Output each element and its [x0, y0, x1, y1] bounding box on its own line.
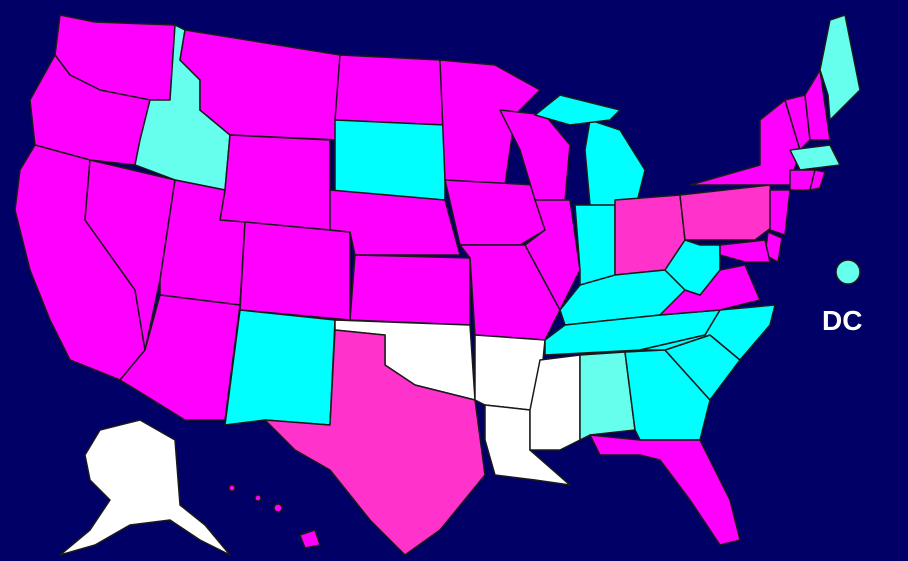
dc-label: DC — [822, 305, 862, 336]
state-ma[interactable] — [789, 144, 841, 171]
state-hi-islet-1[interactable] — [228, 484, 236, 492]
state-nd[interactable] — [334, 54, 446, 126]
state-ks[interactable] — [349, 254, 471, 326]
dc-marker[interactable] — [835, 259, 861, 285]
state-me[interactable] — [819, 14, 861, 121]
state-hi-islet-2[interactable] — [254, 494, 262, 502]
state-pa[interactable] — [679, 184, 776, 241]
state-mi[interactable] — [584, 119, 646, 211]
state-hi-islet-3[interactable] — [273, 503, 283, 513]
state-fl[interactable] — [589, 434, 741, 546]
state-al[interactable] — [579, 351, 636, 441]
state-ia[interactable] — [444, 179, 546, 246]
state-wy[interactable] — [219, 134, 331, 231]
state-mi-up[interactable] — [534, 94, 621, 126]
state-nh[interactable] — [804, 69, 831, 141]
state-nc[interactable] — [639, 304, 776, 361]
state-ms[interactable] — [529, 354, 581, 451]
state-in[interactable] — [574, 204, 616, 286]
state-tx[interactable] — [264, 329, 486, 556]
state-sd[interactable] — [334, 119, 446, 201]
state-ri[interactable] — [809, 169, 826, 191]
state-nm[interactable] — [224, 309, 336, 426]
state-hi[interactable] — [299, 529, 321, 549]
state-wv[interactable] — [664, 239, 721, 296]
state-ak[interactable] — [59, 419, 231, 556]
state-ny[interactable] — [689, 99, 801, 186]
state-co[interactable] — [239, 221, 351, 321]
state-md[interactable] — [719, 239, 771, 263]
state-nj[interactable] — [769, 189, 791, 236]
